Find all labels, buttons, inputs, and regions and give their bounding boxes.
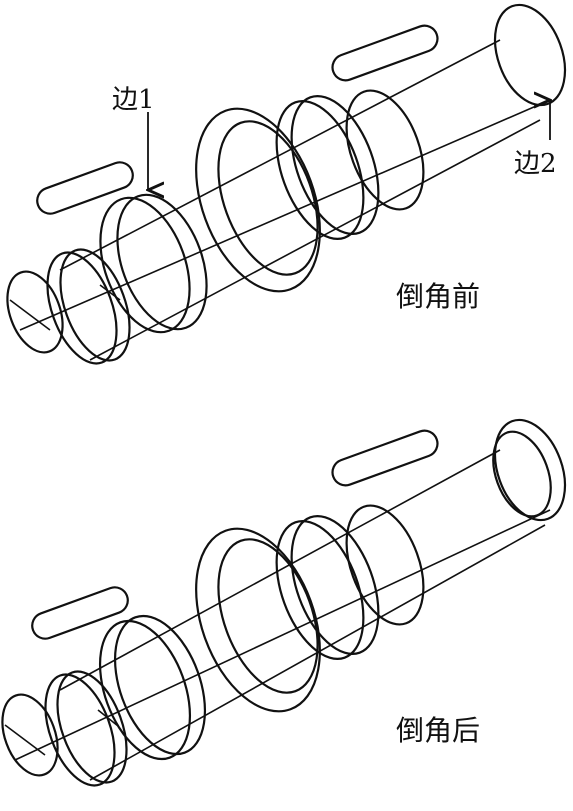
shaft-end-right [493,3,567,107]
shaft-collar-inner [217,120,319,276]
shaft-before-chamfer: 边1 边2 倒角前 [6,3,567,365]
shaft-collar-outer-2 [195,527,321,713]
shaft-silhouette-lower [89,119,541,361]
shaft-section-2 [99,196,191,334]
shaft-after-chamfer: 倒角后 [1,418,567,787]
axis-mark [9,299,51,331]
axis-mark-2 [99,284,121,301]
shaft-section-4-2 [345,504,425,626]
shaft-section-1b [59,248,131,362]
shaft-end-right-2 [493,418,567,522]
axis-mark-3 [4,724,46,756]
shaft-section-2b-2 [113,614,207,756]
shaft-section-1-2 [44,673,116,787]
keyway-top-left [36,161,134,215]
keyway-bottom-left [31,586,129,640]
shaft-section-3b [290,95,380,235]
shaft-silhouette-upper-2 [59,449,501,691]
edge2-label: 边2 [514,149,557,179]
shaft-section-4 [345,89,425,211]
shaft-section-2b [116,193,208,331]
shaft-collar-inner-2 [217,538,319,694]
shaft-section-1 [46,251,118,365]
caption-after: 倒角后 [396,714,480,747]
shaft-end-left-2 [1,693,59,777]
keyway-top-right [331,24,439,82]
shaft-silhouette-upper [59,39,501,271]
keyway-bottom-right [331,429,439,487]
shaft-end-left [6,270,64,354]
shaft-section-3-2 [275,520,365,660]
shaft-axis-line-2 [14,509,551,761]
shaft-section-3b-2 [290,515,380,655]
caption-before: 倒角前 [396,280,480,313]
shaft-section-3 [275,100,365,240]
shaft-end-right-chamfer [492,430,552,518]
edge1-label: 边1 [112,85,155,115]
axis-mark-4 [97,709,119,727]
shaft-section-1b-2 [56,670,128,784]
shaft-section-2-2 [98,619,192,761]
shaft-collar-outer [195,107,321,293]
